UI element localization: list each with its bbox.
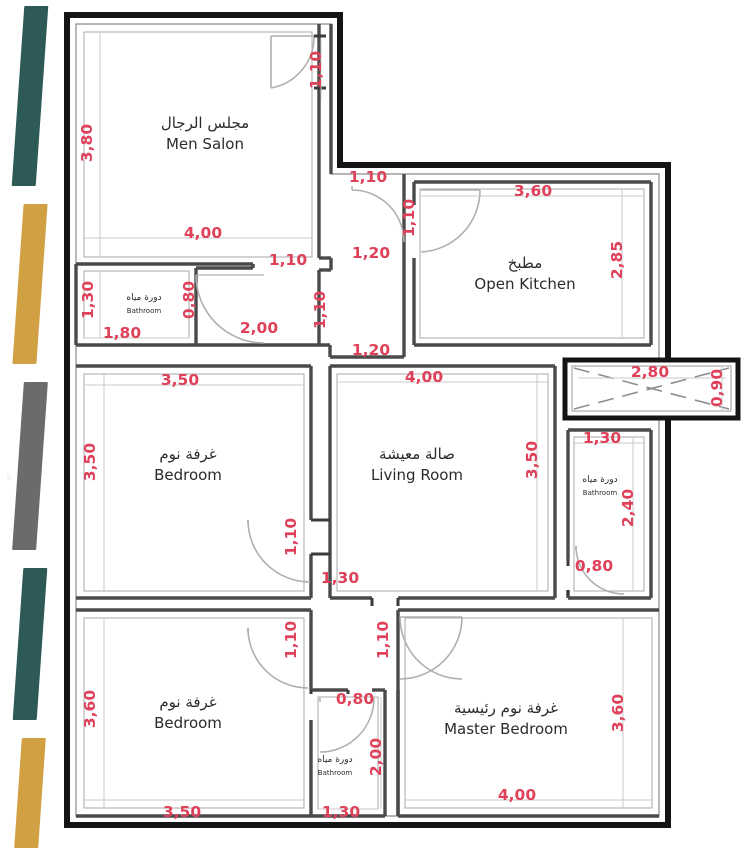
dimension-bedroom2-height: 3,60 [81, 690, 99, 728]
door-jambs [309, 34, 570, 694]
dimension-bedroom1-door: 1,10 [282, 518, 300, 556]
dimension-living-height: 3,50 [523, 441, 541, 479]
dimension-bedroom1-width: 3,50 [161, 371, 199, 389]
dimension-master-door: 1,10 [374, 621, 392, 659]
room-label-en: Bedroom [154, 714, 222, 732]
room-label-ar: صالة معيشة [379, 445, 455, 463]
dimension-men-salon-width: 4,00 [184, 224, 222, 242]
dimension-bath-bottom-width: 1,30 [322, 803, 360, 821]
dimension-salon-entry-door: 1,10 [269, 251, 307, 269]
room-label-en: Bathroom [583, 489, 618, 497]
room-label-bedroom-left-1: غرفة نوم Bedroom [154, 445, 222, 484]
dimension-bath-right-width: 1,30 [583, 429, 621, 447]
room-label-bathroom-right: دورة مياه Bathroom [582, 475, 617, 497]
terrace-balcony [562, 357, 741, 421]
room-label-ar: غرفة نوم رئيسية [454, 699, 558, 717]
dimension-terrace-height: 0,90 [708, 369, 726, 407]
room-label-ar: غرفة نوم [159, 445, 216, 463]
dimension-text-layer: 3,80 4,00 1,10 1,10 1,10 1,10 1,10 3,60 2,85 1,20… [78, 51, 726, 821]
room-label-en: Open Kitchen [474, 275, 575, 293]
terrace-hatch [573, 367, 730, 410]
dimension-kitchen-left-bottom: 1,20 [352, 341, 390, 359]
dimension-bath-top-width: 1,80 [103, 324, 141, 342]
dimension-corridor-door-1: 1,10 [311, 291, 329, 329]
dimension-bath-right-door: 0,80 [575, 557, 613, 575]
dimension-terrace-width: 2,80 [631, 363, 669, 381]
room-label-master-bedroom: غرفة نوم رئيسية Master Bedroom [444, 699, 568, 738]
room-label-open-kitchen: مطبخ Open Kitchen [474, 254, 575, 293]
dimension-bath-right-height: 2,40 [619, 489, 637, 527]
dimension-bedroom1-height: 3,50 [81, 443, 99, 481]
room-label-men-salon: مجلس الرجال Men Salon [161, 114, 249, 153]
dimension-corridor-width: 2,00 [240, 319, 278, 337]
room-label-en: Bedroom [154, 466, 222, 484]
room-label-ar: مطبخ [508, 254, 543, 272]
dimension-bath-top-door: 0,80 [180, 281, 198, 319]
dimension-kitchen-height: 2,85 [608, 241, 626, 279]
inner-walls [74, 24, 659, 818]
room-label-en: Men Salon [166, 135, 244, 153]
room-label-ar: دورة مياه [126, 293, 161, 303]
room-label-living-room: صالة معيشة Living Room [371, 445, 463, 484]
dimension-bedroom2-door: 1,10 [282, 621, 300, 659]
dimension-master-width: 4,00 [498, 786, 536, 804]
dimension-men-salon-height: 3,80 [78, 124, 96, 162]
room-label-bathroom-bottom: دورة مياه Bathroom [317, 755, 352, 777]
dimension-kitchen-door-in: 1,10 [400, 199, 418, 237]
watermark: s [6, 470, 13, 483]
room-label-bathroom-top: دورة مياه Bathroom [126, 293, 161, 315]
decorative-stripes: s [0, 0, 62, 848]
dimension-men-salon-door: 1,10 [307, 51, 325, 89]
room-label-ar: دورة مياه [317, 755, 352, 765]
dimension-bath-bottom-door: 0,80 [336, 690, 374, 708]
dimension-master-height: 3,60 [609, 694, 627, 732]
room-label-ar: دورة مياه [582, 475, 617, 485]
room-outlines [83, 31, 653, 810]
dimension-bedroom2-width: 3,50 [163, 803, 201, 821]
room-label-en: Master Bedroom [444, 720, 568, 738]
dimension-bath-bottom-height: 2,00 [367, 738, 385, 776]
room-labels-layer: مجلس الرجال Men Salon مطبخ Open Kitchen دورة… [126, 114, 617, 777]
dimension-kitchen-width: 3,60 [514, 182, 552, 200]
door-swings [195, 35, 625, 753]
dimension-kitchen-left-top: 1,20 [352, 244, 390, 262]
dimension-bath-top-height: 1,30 [79, 281, 97, 319]
dimension-living-width: 4,00 [405, 368, 443, 386]
room-label-en: Living Room [371, 466, 463, 484]
dimension-lines [84, 32, 726, 810]
room-label-ar: مجلس الرجال [161, 114, 249, 132]
dimension-corridor-opening: 1,30 [321, 569, 359, 587]
room-label-en: Bathroom [127, 307, 162, 315]
room-label-en: Bathroom [318, 769, 353, 777]
room-label-bedroom-left-2: غرفة نوم Bedroom [154, 693, 222, 732]
room-label-ar: غرفة نوم [159, 693, 216, 711]
dimension-kitchen-door-out: 1,10 [349, 168, 387, 186]
